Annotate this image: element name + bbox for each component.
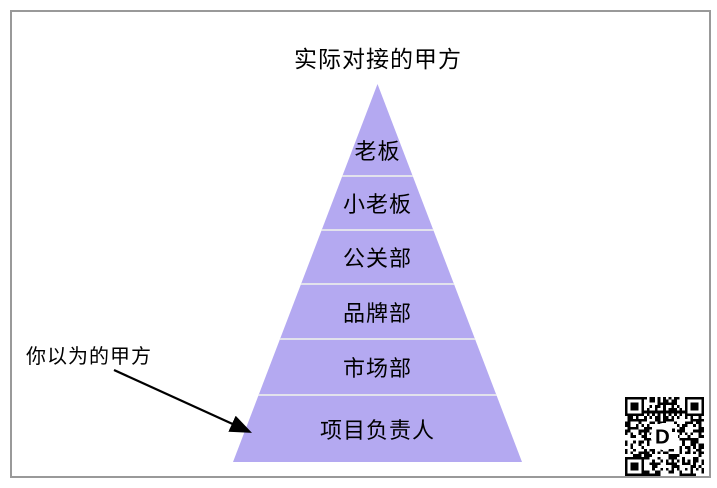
pyramid-level-label: 品牌部 [342, 300, 412, 326]
pyramid-level: 老板 [233, 84, 522, 175]
qr-code-icon: D [625, 397, 704, 476]
pyramid-level-label: 市场部 [342, 356, 412, 381]
arrow-icon [100, 358, 270, 448]
pyramid-level: 市场部 [233, 338, 522, 394]
pyramid-level-label: 项目负责人 [319, 418, 435, 443]
pyramid-level: 品牌部 [233, 283, 522, 338]
pyramid-level: 公关部 [233, 229, 522, 283]
qr-center-label: D [655, 426, 670, 448]
annotation-label: 你以为的甲方 [26, 346, 152, 368]
pyramid-level: 项目负责人 [233, 394, 522, 462]
diagram-title: 实际对接的甲方 [294, 46, 462, 72]
pyramid-level-label: 公关部 [342, 246, 412, 271]
pyramid-level-label: 老板 [354, 139, 401, 164]
pyramid-level: 小老板 [233, 175, 522, 229]
pyramid-level-label: 小老板 [342, 192, 412, 217]
